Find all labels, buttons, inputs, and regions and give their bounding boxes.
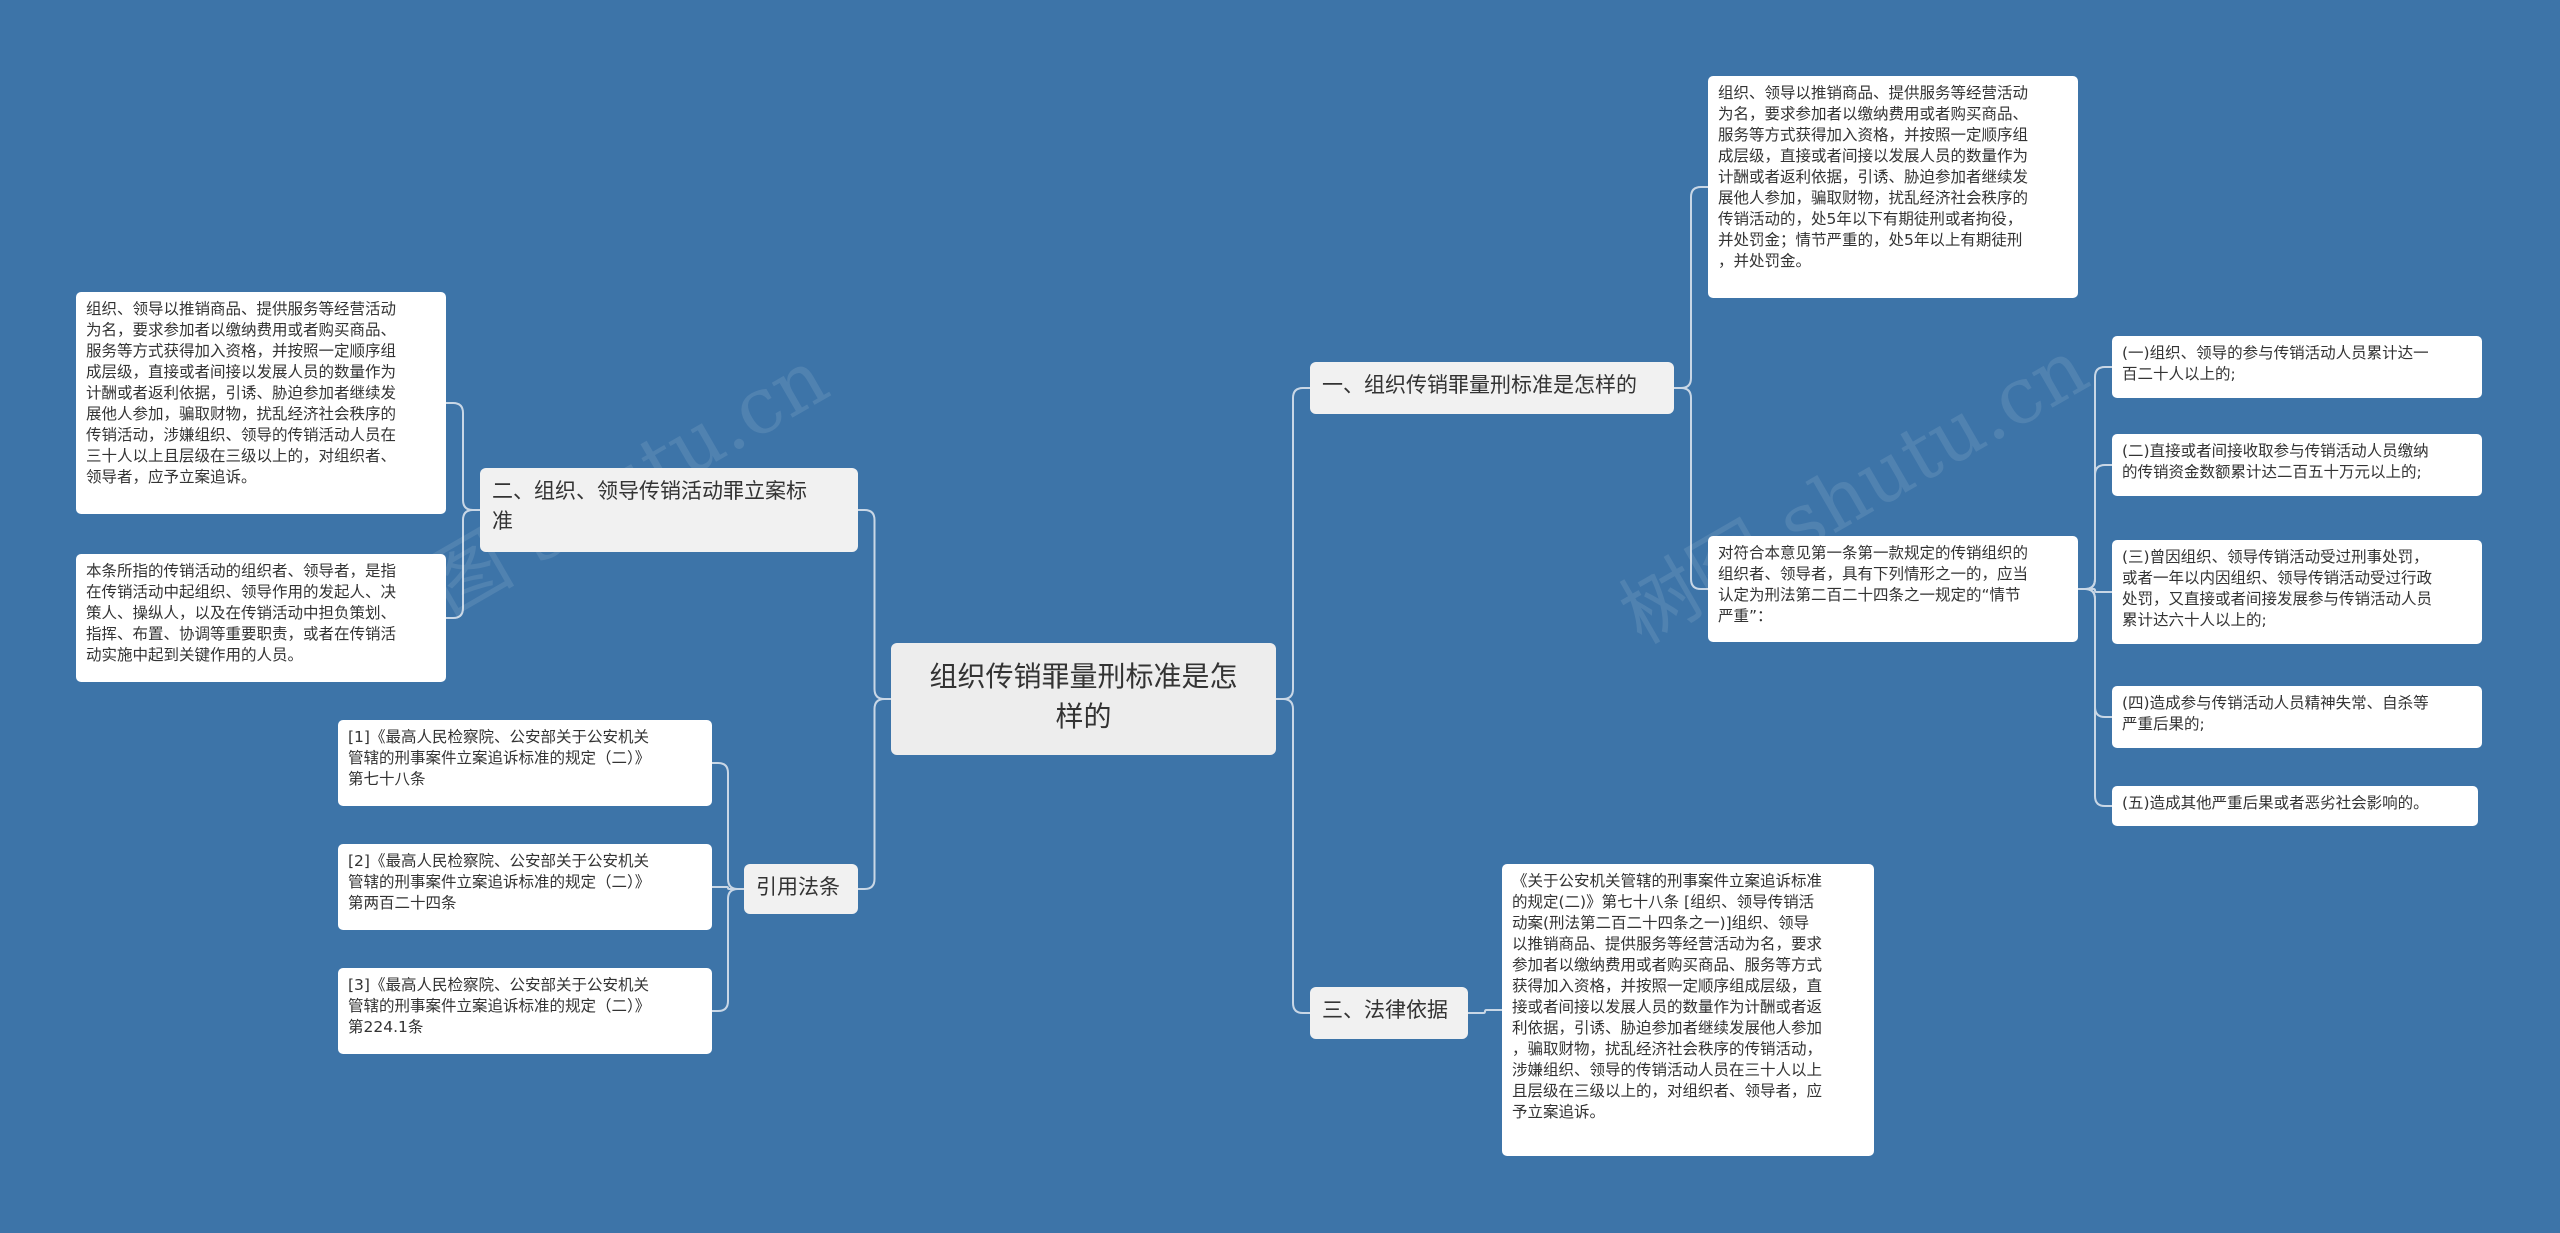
connector-line bbox=[712, 888, 744, 1012]
connector-line bbox=[858, 509, 891, 700]
leaf-condition-4[interactable]: (四)造成参与传销活动人员精神失常、自杀等 严重后果的; bbox=[2112, 686, 2482, 748]
connector-line bbox=[1276, 698, 1310, 1014]
branch-legal-basis[interactable]: 三、法律依据 bbox=[1310, 987, 1468, 1039]
leaf-serious-circumstances[interactable]: 对符合本意见第一条第一款规定的传销组织的 组织者、领导者，具有下列情形之一的，应… bbox=[1708, 536, 2078, 642]
branch-cited-articles[interactable]: 引用法条 bbox=[744, 864, 858, 914]
connector-line bbox=[712, 762, 744, 890]
leaf-condition-2[interactable]: (二)直接或者间接收取参与传销活动人员缴纳 的传销资金数额累计达二百五十万元以上… bbox=[2112, 434, 2482, 496]
leaf-citation-3[interactable]: [3]《最高人民检察院、公安部关于公安机关 管辖的刑事案件立案追诉标准的规定（二… bbox=[338, 968, 712, 1054]
leaf-condition-1[interactable]: (一)组织、领导的参与传销活动人员累计达一 百二十人以上的; bbox=[2112, 336, 2482, 398]
connector-line bbox=[1276, 387, 1310, 700]
connector-line bbox=[1674, 186, 1708, 389]
leaf-sentencing-text[interactable]: 组织、领导以推销商品、提供服务等经营活动 为名，要求参加者以缴纳费用或者购买商品… bbox=[1708, 76, 2078, 298]
connector-line bbox=[1674, 387, 1708, 590]
connector-line bbox=[712, 886, 744, 890]
connector-line bbox=[858, 698, 891, 890]
branch-filing-standard[interactable]: 二、组织、领导传销活动罪立案标 准 bbox=[480, 468, 858, 552]
connector-line bbox=[446, 509, 480, 619]
leaf-condition-5[interactable]: (五)造成其他严重后果或者恶劣社会影响的。 bbox=[2112, 786, 2478, 826]
leaf-citation-1[interactable]: [1]《最高人民检察院、公安部关于公安机关 管辖的刑事案件立案追诉标准的规定（二… bbox=[338, 720, 712, 806]
leaf-condition-3[interactable]: (三)曾因组织、领导传销活动受过刑事处罚， 或者一年以内因组织、领导传销活动受过… bbox=[2112, 540, 2482, 644]
connector-line bbox=[2078, 464, 2112, 590]
connector-line bbox=[2078, 588, 2112, 807]
root-topic[interactable]: 组织传销罪量刑标准是怎 样的 bbox=[891, 643, 1276, 755]
leaf-filing-text[interactable]: 组织、领导以推销商品、提供服务等经营活动 为名，要求参加者以缴纳费用或者购买商品… bbox=[76, 292, 446, 514]
connector-line bbox=[1468, 1009, 1502, 1014]
leaf-citation-2[interactable]: [2]《最高人民检察院、公安部关于公安机关 管辖的刑事案件立案追诉标准的规定（二… bbox=[338, 844, 712, 930]
branch-sentencing-standard[interactable]: 一、组织传销罪量刑标准是怎样的 bbox=[1310, 362, 1674, 414]
connector-line bbox=[2078, 588, 2112, 593]
connector-line bbox=[446, 402, 480, 511]
leaf-organizer-definition[interactable]: 本条所指的传销活动的组织者、领导者，是指 在传销活动中起组织、领导作用的发起人、… bbox=[76, 554, 446, 682]
leaf-legal-basis-text[interactable]: 《关于公安机关管辖的刑事案件立案追诉标准 的规定(二)》第七十八条 [组织、领导… bbox=[1502, 864, 1874, 1156]
